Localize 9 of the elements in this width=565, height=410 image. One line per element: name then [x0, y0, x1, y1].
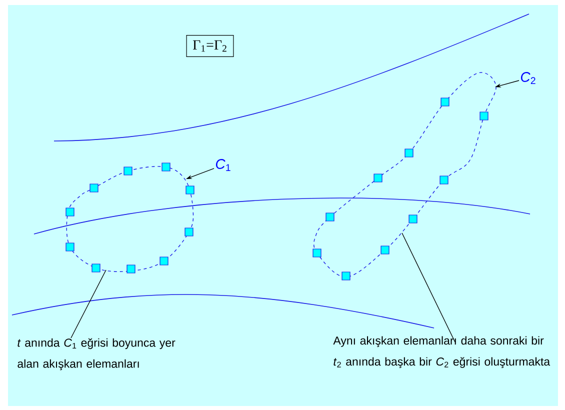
leader-line	[402, 232, 456, 342]
annotation-text: t anında C$_{1}$ eğrisi boyunca yer alan akışkan elemanları	[18, 338, 176, 370]
annotation-text: Aynı akışkan elemanları daha sonraki bir t$_{2}$ anında başka bir C$_{2}$ eğrisi oluşturmakta	[333, 336, 550, 368]
particle-curve-drawing	[312, 72, 496, 280]
equation-box: Γ$_{1}$=Γ$_{2}$	[186, 35, 234, 57]
leader-line	[70, 270, 106, 338]
curve-label: C$_{1}$	[216, 159, 230, 171]
curve-label: C$_{2}$	[520, 72, 536, 84]
particle-curve-drawing	[66, 162, 194, 274]
